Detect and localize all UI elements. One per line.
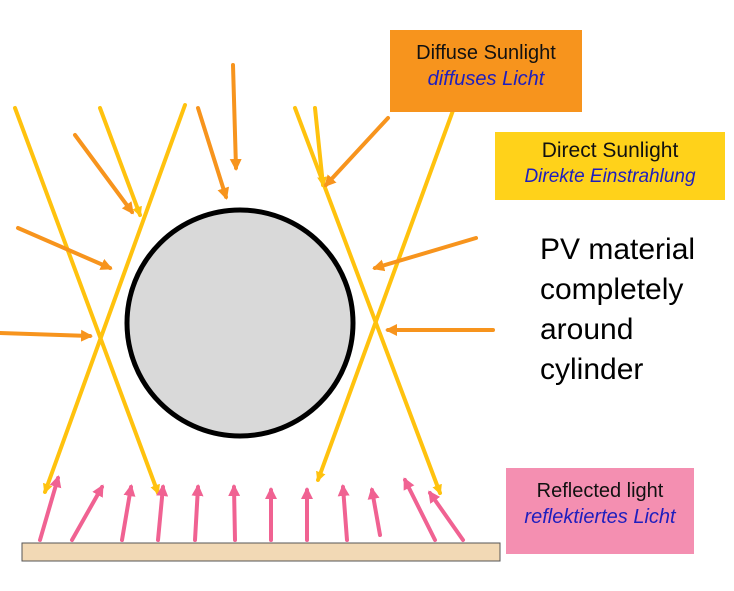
direct-sunlight-arrow — [316, 103, 457, 482]
pv-caption-line: around — [540, 313, 634, 346]
reflected-light-label: Reflected light reflektiertes Licht — [506, 468, 694, 554]
reflected-light-arrow — [403, 477, 437, 542]
pv-cylinder — [124, 207, 356, 439]
diffuse-sunlight-arrow — [372, 236, 478, 272]
direct-sunlight-arrow — [43, 103, 187, 494]
reflected-light-arrow — [70, 484, 104, 542]
reflected-label-sub: reflektiertes Licht — [524, 506, 676, 528]
reflected-label-main: Reflected light — [536, 480, 664, 502]
reflected-light-arrow — [228, 484, 241, 542]
direct-sunlight-rays — [13, 103, 457, 495]
direct-sunlight-arrow — [293, 106, 442, 495]
direct-label-main: Direct Sunlight — [541, 139, 679, 162]
pv-caption-line: PV material — [540, 233, 696, 266]
diffuse-sunlight-arrow — [16, 226, 113, 270]
diffuse-label-sub: diffuses Licht — [427, 68, 545, 90]
pv-caption-line: completely — [540, 273, 684, 306]
direct-sunlight-arrow — [13, 106, 160, 495]
diffuse-label-main: Diffuse Sunlight — [416, 42, 556, 64]
direct-sunlight-arrow — [313, 106, 328, 187]
reflected-light-arrow — [38, 475, 62, 542]
pv-material-caption: PV material completely around cylinder — [540, 230, 730, 390]
diffuse-sunlight-arrow — [323, 116, 390, 188]
diffuse-sunlight-arrow — [73, 133, 134, 215]
direct-label-sub: Direkte Einstrahlung — [524, 166, 696, 187]
reflected-light-arrow — [156, 484, 169, 542]
reflected-light-arrow — [191, 484, 204, 542]
direct-sunlight-label: Direct Sunlight Direkte Einstrahlung — [495, 132, 725, 200]
diffuse-sunlight-label: Diffuse Sunlight diffuses Licht — [390, 30, 582, 112]
diffuse-sunlight-arrow — [229, 63, 242, 171]
diffuse-sunlight-arrow — [0, 329, 93, 342]
reflected-light-arrow — [120, 484, 136, 542]
diffuse-sunlight-rays — [0, 63, 495, 342]
diffuse-sunlight-arrow — [196, 106, 230, 200]
pv-caption-line: cylinder — [540, 353, 644, 386]
reflected-light-arrow — [367, 487, 382, 537]
reflected-light-arrow — [337, 484, 350, 542]
reflected-light-rays — [38, 475, 465, 542]
direct-sunlight-arrow — [98, 106, 142, 217]
reflected-light-arrow — [428, 490, 465, 542]
ground-surface — [21, 542, 501, 562]
